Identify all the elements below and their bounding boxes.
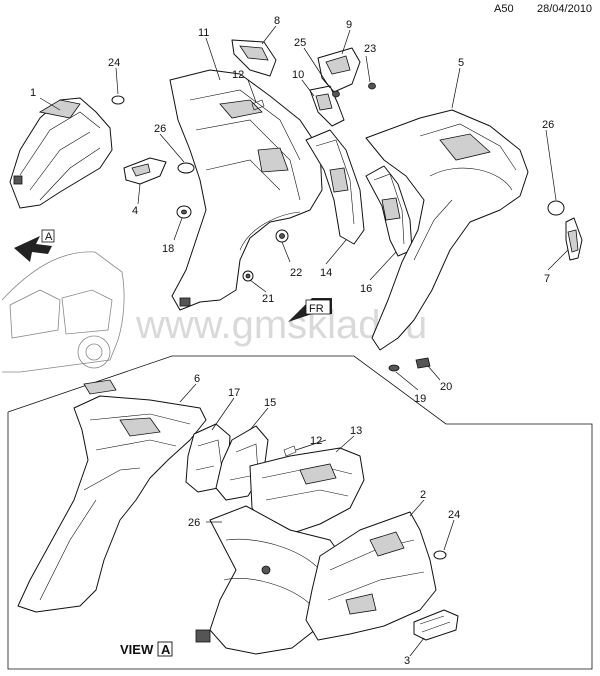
callout-26-right: 26	[542, 119, 554, 131]
callout-24-view: 24	[448, 509, 460, 521]
view-a-grommet	[261, 565, 271, 575]
callout-2: 2	[420, 489, 426, 501]
view-a-word: VIEW	[120, 642, 154, 657]
callout-4: 4	[132, 205, 138, 217]
view-a-letter: A	[161, 642, 171, 657]
part-14-pillar-reinforcement	[305, 129, 365, 245]
part-1-wheelhouse-assembly	[9, 97, 113, 209]
callout-6: 6	[194, 373, 200, 385]
callout-3: 3	[404, 655, 410, 667]
callout-10: 10	[292, 69, 304, 81]
view-a-arrow: A	[14, 229, 55, 262]
callout-14: 14	[320, 267, 332, 279]
callout-16: 16	[360, 283, 372, 295]
part-9-bracket	[317, 47, 361, 93]
callout-8: 8	[274, 15, 280, 27]
part-3-bracket	[413, 609, 459, 641]
callout-9: 9	[346, 19, 352, 31]
callout-22: 22	[290, 267, 302, 279]
callout-11: 11	[198, 27, 209, 39]
view-a-frame	[7, 355, 593, 670]
callout-26-left: 26	[154, 123, 166, 135]
part-19-washer	[388, 364, 400, 372]
part-5-outer-quarter-panel	[365, 109, 529, 351]
part-4-bracket	[123, 157, 167, 185]
part-24-plug-top	[111, 95, 125, 105]
callout-26-view: 26	[188, 517, 200, 529]
callout-24-top: 24	[108, 57, 120, 69]
callout-1: 1	[30, 87, 36, 99]
view-a-label: VIEW A	[120, 641, 173, 657]
leader-lines	[39, 25, 569, 657]
front-arrow-label: FR	[309, 303, 324, 315]
part-26-plug-left	[177, 162, 195, 174]
callout-numbers: 1 2 3 4 5 6 7 8 9 10 11 12 12 13 14 15 1…	[30, 15, 554, 667]
front-arrow: FR	[288, 298, 332, 322]
part-16-pillar-reinforcement	[365, 165, 413, 257]
callout-12-view: 12	[310, 435, 322, 447]
part-26-plug-right	[547, 200, 565, 216]
callout-20: 20	[440, 381, 452, 393]
callout-18: 18	[162, 243, 174, 255]
part-22-grommet	[275, 229, 289, 243]
part-2-rear-panel	[305, 511, 437, 641]
part-20-clip	[415, 357, 431, 369]
drawing-code: A50	[494, 3, 514, 15]
callout-15: 15	[264, 397, 276, 409]
callout-12-top: 12	[232, 69, 244, 81]
callout-21: 21	[262, 293, 274, 305]
callout-25: 25	[294, 37, 306, 49]
part-25-nut	[332, 90, 340, 98]
part-23-nut	[368, 82, 376, 90]
callout-17: 17	[228, 387, 240, 399]
part-10-bracket	[309, 85, 345, 127]
callout-7: 7	[544, 273, 550, 285]
part-18-grommet	[176, 205, 192, 219]
callout-23: 23	[364, 43, 376, 55]
part-8-bracket	[231, 39, 277, 77]
part-7-fuel-door	[565, 217, 583, 261]
callout-19: 19	[414, 393, 426, 405]
part-21-grommet	[242, 270, 254, 282]
callout-13: 13	[350, 425, 362, 437]
part-12-clip-top	[251, 99, 265, 111]
car-silhouette	[1, 251, 125, 373]
view-a-arrow-label: A	[45, 231, 53, 243]
part-11-inner-quarter-panel	[169, 69, 323, 311]
part-6-inner-side-panel	[17, 379, 207, 613]
drawing-date: 28/04/2010	[537, 3, 593, 15]
callout-5: 5	[458, 57, 464, 69]
part-24-plug-view	[433, 550, 447, 560]
part-12-clip-view	[283, 445, 297, 457]
